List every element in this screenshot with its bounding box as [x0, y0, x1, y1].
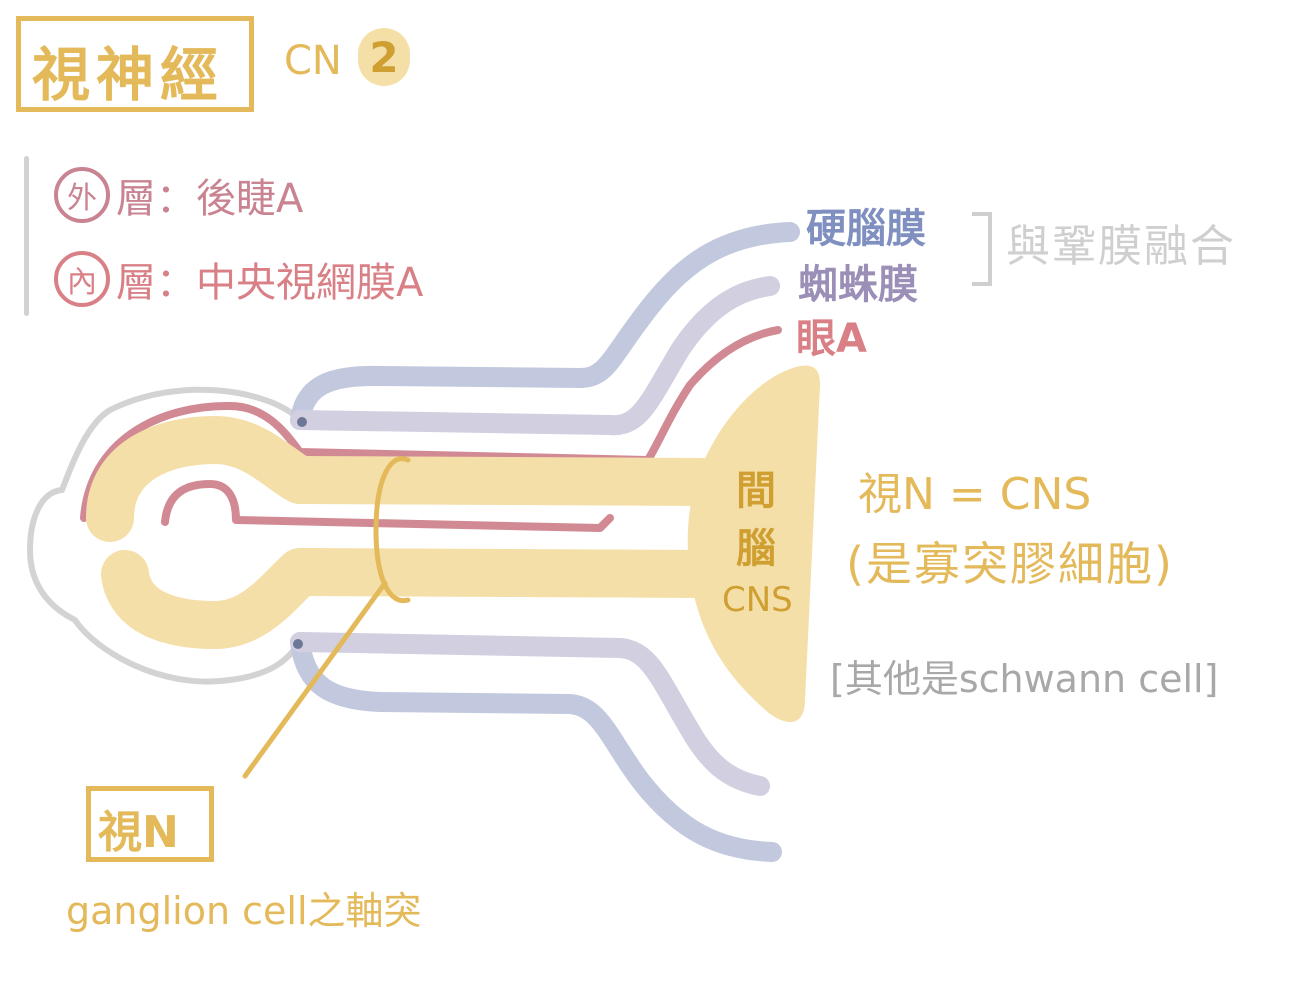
diencephalon-char-2: 腦 — [736, 526, 776, 572]
outer-tag: 外 — [54, 167, 110, 223]
oligodendrocyte-note: (是寡突膠細胞) — [846, 537, 1174, 591]
schwann-note: [其他是schwann cell] — [830, 657, 1219, 701]
dura-mater-lower — [290, 632, 782, 862]
arachnoid-upper — [290, 276, 780, 436]
outer-layer-row: 外 層：後睫A — [54, 166, 303, 224]
diencephalon-char-1: 間 — [736, 468, 776, 514]
optic-nerve-box-label: 視N — [98, 807, 179, 858]
dura-mater-upper — [290, 222, 800, 430]
optic-nerve-cns-note: 視N = CNS — [858, 469, 1092, 520]
optic-nerve-box — [86, 786, 214, 862]
eyeball-outline — [27, 386, 303, 685]
ophthalmic-artery-label: 眼A — [796, 316, 867, 362]
layer-bracket — [24, 156, 29, 316]
diencephalon-shape — [687, 365, 820, 723]
fused-bracket — [972, 212, 992, 286]
page-title: 視神經 — [32, 41, 225, 109]
lower-junction-dot — [293, 639, 303, 649]
optic-nerve-upper — [86, 416, 724, 542]
arachnoid-lower — [290, 632, 770, 796]
inner-layer-row: 內 層：中央視網膜A — [54, 250, 423, 308]
diencephalon-cns: CNS — [722, 580, 793, 620]
arachnoid-label: 蜘蛛膜 — [798, 262, 918, 308]
inner-tag: 內 — [54, 251, 110, 307]
cranial-nerve-number: 2 — [358, 28, 410, 86]
pointer-line — [242, 580, 388, 779]
outer-layer-text: 層：後睫A — [116, 176, 304, 222]
central-retinal-artery — [161, 480, 614, 532]
ganglion-note: ganglion cell之軸突 — [66, 889, 422, 933]
optic-nerve-lower — [101, 548, 724, 649]
fused-sclera-label: 與鞏膜融合 — [1006, 221, 1236, 272]
upper-junction-dot — [297, 417, 307, 427]
inner-layer-text: 層：中央視網膜A — [116, 260, 424, 306]
title-box — [16, 16, 254, 112]
axon-ring — [373, 456, 411, 604]
cranial-nerve-prefix: CN — [284, 38, 342, 84]
posterior-ciliary-artery — [80, 326, 782, 522]
dura-label: 硬腦膜 — [806, 206, 926, 252]
